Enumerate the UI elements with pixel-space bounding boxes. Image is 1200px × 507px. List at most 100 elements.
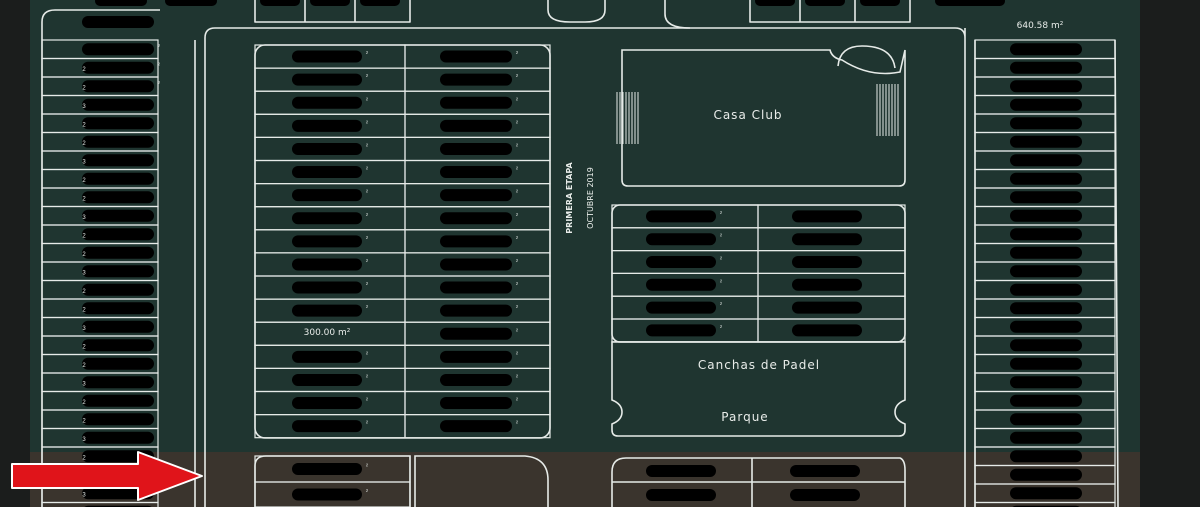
- phase-two-area: [30, 452, 1140, 507]
- redaction-bar: [82, 339, 154, 352]
- lot-area-mark: ²: [366, 421, 368, 427]
- redaction-bar: [260, 0, 300, 6]
- redaction-bar: [646, 301, 716, 314]
- redaction-bar: [82, 246, 154, 259]
- redaction-bar: [440, 327, 512, 340]
- lot-area-mark: ²: [516, 283, 518, 289]
- lot-area-mark: ²: [366, 259, 368, 265]
- redaction-bar: [292, 212, 362, 225]
- redaction-bar: [1010, 228, 1082, 241]
- padel-and-park-block: [611, 341, 906, 437]
- redaction-bar: [1010, 302, 1082, 315]
- redaction-bar: [790, 465, 860, 477]
- redaction-bar: [1010, 283, 1082, 296]
- redaction-bar: [292, 73, 362, 86]
- redaction-bar: [292, 397, 362, 410]
- redaction-bar: [82, 376, 154, 389]
- redaction-bar: [292, 119, 362, 132]
- redaction-bar: [790, 489, 860, 501]
- redaction-bar: [755, 0, 795, 6]
- lot-area-mark: ²: [516, 144, 518, 150]
- lot-area-mark: ²: [366, 167, 368, 173]
- redaction-bar: [82, 265, 154, 278]
- lot-area-mark: ²: [516, 121, 518, 127]
- stage-line-1: PRIMERA ETAPA: [565, 162, 574, 234]
- redaction-bar: [1010, 154, 1082, 167]
- redaction-bar: [1010, 191, 1082, 204]
- redaction-bar: [1010, 339, 1082, 352]
- redaction-bar: [646, 278, 716, 291]
- redaction-bar: [440, 50, 512, 63]
- redaction-bar: [292, 488, 362, 501]
- redaction-bar: [82, 43, 154, 56]
- red-arrow-icon: [11, 451, 203, 501]
- redaction-bar: [1010, 320, 1082, 333]
- redaction-bar: [646, 210, 716, 223]
- stage-line-2: OCTUBRE 2019: [586, 167, 595, 229]
- lot-area-mark: ²: [366, 98, 368, 104]
- redaction-bar: [82, 413, 154, 426]
- lot-area-mark: ²: [516, 98, 518, 104]
- redaction-bar: [646, 233, 716, 246]
- lot-area-mark: ²: [366, 490, 368, 496]
- lot-area-mark: ²: [720, 234, 722, 240]
- lot-area-label: 300.00 m²: [304, 328, 351, 338]
- redaction-bar: [646, 324, 716, 337]
- lot-digit: 2: [82, 363, 86, 369]
- lot-digit: 3: [82, 381, 86, 387]
- lot-outline: [41, 501, 159, 507]
- lot-area-mark: ²: [366, 52, 368, 58]
- lot-outline: [974, 501, 1116, 507]
- lot-digit: 2: [82, 455, 86, 461]
- redaction-bar: [292, 463, 362, 475]
- club-house-label: Casa Club: [713, 108, 782, 122]
- lot-digit: 2: [82, 85, 86, 91]
- redaction-bar: [95, 0, 147, 6]
- redaction-bar: [440, 281, 512, 294]
- redaction-bar: [646, 489, 716, 501]
- lot-area-mark: ²: [516, 329, 518, 335]
- lot-digit: 2: [82, 67, 86, 73]
- lot-digit: 3: [82, 326, 86, 332]
- lot-area-mark: ²: [158, 81, 160, 87]
- lot-area-mark: ²: [516, 213, 518, 219]
- redaction-bar: [440, 212, 512, 225]
- redaction-bar: [440, 350, 512, 363]
- redaction-bar: [440, 166, 512, 179]
- club-house: [616, 45, 906, 187]
- lot-digit: 3: [82, 159, 86, 165]
- redaction-bar: [82, 61, 154, 74]
- right-lot-column: [974, 39, 1116, 507]
- lot-digit: 3: [82, 437, 86, 443]
- lot-area-mark: ²: [366, 283, 368, 289]
- redaction-bar: [935, 0, 1005, 6]
- redaction-bar: [292, 142, 362, 155]
- lot-digit: 2: [82, 418, 86, 424]
- redaction-bar: [292, 281, 362, 294]
- lot-digit: 2: [82, 344, 86, 350]
- lot-area-mark: ²: [366, 190, 368, 196]
- lot-area-mark: ²: [366, 144, 368, 150]
- redaction-bar: [792, 301, 862, 314]
- lot-digit: 2: [82, 122, 86, 128]
- top-right-area-label: 640.58 m²: [1017, 21, 1064, 31]
- lot-area-mark: ²: [720, 280, 722, 286]
- lot-area-mark: ²: [516, 259, 518, 265]
- redaction-bar: [1010, 172, 1082, 185]
- redaction-bar: [440, 373, 512, 386]
- redaction-bar: [82, 172, 154, 185]
- redaction-bar: [440, 420, 512, 433]
- left-lot-column: ²2²2²32232232232232232232232: [41, 16, 160, 507]
- lot-area-mark: ²: [720, 303, 722, 309]
- redaction-bar: [1010, 61, 1082, 74]
- redaction-bar: [440, 189, 512, 202]
- redaction-bar: [440, 235, 512, 248]
- redaction-bar: [292, 420, 362, 433]
- phase-one-area: [30, 0, 1140, 452]
- redaction-bar: [1010, 357, 1082, 370]
- redaction-bar: [1010, 431, 1082, 444]
- redaction-bar: [82, 117, 154, 130]
- lot-area-mark: ²: [516, 75, 518, 81]
- redaction-bar: [82, 135, 154, 148]
